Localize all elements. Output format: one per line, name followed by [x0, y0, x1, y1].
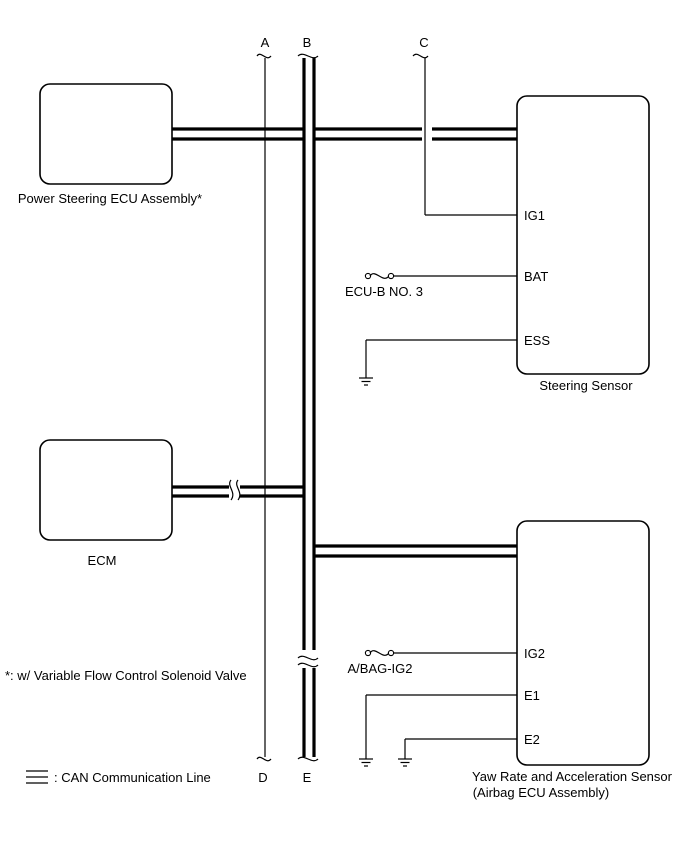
ground-icon: [398, 758, 412, 767]
pin-e2-label: E2: [524, 732, 540, 747]
ground-icon: [359, 377, 373, 386]
ecm-box: [39, 439, 173, 541]
power-steering-ecu-label: Power Steering ECU Assembly*: [18, 191, 202, 206]
footnote-text: *: w/ Variable Flow Control Solenoid Val…: [5, 668, 247, 683]
steering-sensor-label: Steering Sensor: [539, 378, 633, 393]
ground-icon: [359, 758, 373, 767]
can-bus-vertical: [297, 53, 319, 762]
steering-sensor-box: [516, 95, 650, 375]
connector-a-label: A: [261, 35, 270, 50]
yaw-rate-sensor-box: [516, 520, 650, 766]
pin-ess-label: ESS: [524, 333, 550, 348]
yaw-rate-sensor-label: Yaw Rate and Acceleration Sensor: [472, 769, 673, 784]
pin-ig1-label: IG1: [524, 208, 545, 223]
pin-bat-label: BAT: [524, 269, 548, 284]
fuse-ecu-b-label: ECU-B NO. 3: [345, 284, 423, 299]
wire-a: [256, 53, 272, 762]
connector-b-label: B: [303, 35, 312, 50]
fuse-ecu-b-symbol: [364, 272, 517, 280]
connector-d-label: D: [258, 770, 267, 785]
fuse-abag-symbol: [364, 649, 517, 657]
ess-ground-wire: [359, 339, 517, 386]
wire-c-ig1: [412, 53, 517, 216]
power-steering-ecu-box: [39, 83, 173, 185]
airbag-ecu-label: (Airbag ECU Assembly): [473, 785, 610, 800]
can-bus-ecm: [172, 479, 304, 501]
connector-e-label: E: [303, 770, 312, 785]
e2-ground-wire: [398, 738, 517, 767]
e1-ground-wire: [359, 694, 517, 767]
legend-text: : CAN Communication Line: [54, 770, 211, 785]
can-bus-yaw: [314, 544, 517, 558]
fuse-abag-label: A/BAG-IG2: [347, 661, 412, 676]
can-bus-top: [172, 127, 517, 141]
pin-ig2-label: IG2: [524, 646, 545, 661]
can-legend-icon: [26, 770, 48, 784]
ecm-label: ECM: [88, 553, 117, 568]
pin-e1-label: E1: [524, 688, 540, 703]
connector-c-label: C: [419, 35, 428, 50]
